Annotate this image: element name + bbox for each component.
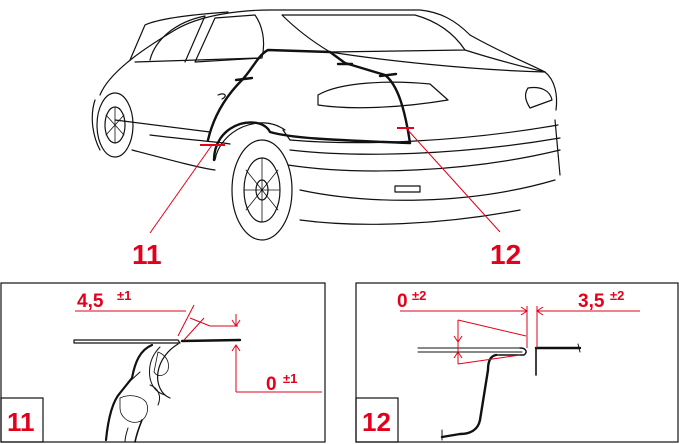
detail-11-dimensions	[75, 304, 322, 393]
detail-11-flush-tolerance: ±1	[283, 371, 297, 386]
detail-12-number: 12	[362, 407, 391, 437]
detail-11-number: 11	[7, 407, 35, 437]
detail-12-section	[417, 343, 582, 441]
detail-11-flush-value: 0	[266, 374, 277, 395]
seal-outline	[206, 48, 412, 162]
detail-12-gap-value: 3,5	[578, 291, 605, 312]
detail-12-gap-tolerance: ±2	[610, 288, 624, 303]
detail-11-section	[73, 338, 242, 443]
detail-11-panel	[0, 282, 326, 443]
car-illustration	[91, 9, 561, 241]
callout-11-label: 11	[132, 239, 162, 270]
callout-12-label: 12	[490, 239, 521, 270]
callout-leaders	[149, 127, 501, 234]
detail-12-dimensions	[400, 306, 640, 365]
detail-12-flush-value: 0	[397, 291, 408, 312]
detail-12-panel	[355, 282, 679, 443]
detail-11-gap-tolerance: ±1	[117, 288, 131, 303]
detail-11-gap-value: 4,5	[77, 291, 104, 312]
detail-12-flush-tolerance: ±2	[412, 288, 426, 303]
